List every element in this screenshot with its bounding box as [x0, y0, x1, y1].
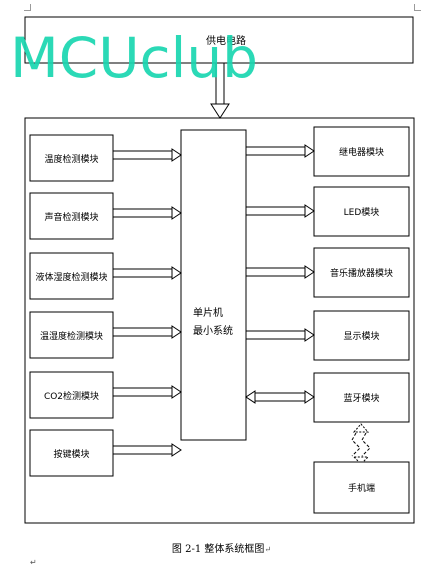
figure-caption: 图 2-1 整体系统框图↵ [0, 540, 443, 555]
mcu-to-music-player-arrow [246, 265, 315, 279]
phone-box [313, 461, 410, 514]
right-module: 显示模块 [246, 310, 410, 361]
mcu-bluetooth-bidirectional-arrow [245, 390, 315, 404]
key-module-label: 按键模块 [53, 448, 89, 460]
right-module: LED模块 [246, 186, 410, 237]
co2-module-box [29, 371, 114, 419]
power-supply-box [24, 16, 414, 64]
right-module: 音乐播放器模块 [246, 247, 410, 298]
right-module: 蓝牙模块 [245, 372, 410, 423]
key-to-mcu-arrow [113, 443, 182, 457]
left-module: 声音检测模块 [29, 192, 182, 240]
paragraph-mark: ↵ [30, 558, 37, 567]
sound-to-mcu-arrow [113, 206, 182, 220]
co2-module-label: CO2检测模块 [44, 390, 99, 402]
left-module: 液体湿度检测模块 [29, 252, 182, 300]
relay-module-label: 继电器模块 [339, 146, 384, 158]
liquid-humidity-module-box [29, 252, 114, 300]
temp-humidity-module-label: 温湿度检测模块 [40, 330, 103, 342]
music-player-module-label: 音乐播放器模块 [330, 267, 393, 279]
display-module-label: 显示模块 [343, 330, 379, 342]
left-module: 温湿度检测模块 [29, 311, 182, 359]
bluetooth-module-box [313, 372, 410, 423]
sound-module-box [29, 192, 114, 240]
music-player-module-box [313, 247, 410, 298]
sound-module-label: 声音检测模块 [44, 211, 98, 223]
relay-module-box [313, 126, 410, 177]
temp-humidity-module-box [29, 311, 114, 359]
temp-humidity-to-mcu-arrow [113, 325, 182, 339]
mcu-to-relay-arrow [246, 144, 315, 158]
watermark-logo: MCUclub [10, 26, 258, 90]
liquid-humidity-to-mcu-arrow [113, 266, 182, 280]
temperature-module-label: 温度检测模块 [44, 153, 98, 165]
left-module: 温度检测模块 [29, 134, 182, 182]
bluetooth-module-label: 蓝牙模块 [343, 392, 379, 404]
power-supply-label: 供电电路 [206, 34, 246, 47]
temperature-to-mcu-arrow [113, 148, 182, 162]
mcu-to-led-arrow [246, 204, 315, 218]
left-module: CO2检测模块 [29, 371, 182, 419]
power-to-mcu-arrow [210, 63, 230, 119]
co2-to-mcu-arrow [113, 385, 182, 399]
right-module: 继电器模块 [246, 126, 410, 177]
mcu-label-line1: 单片机 [193, 306, 223, 319]
phone-label: 手机端 [348, 482, 375, 494]
left-module: 按键模块 [29, 429, 182, 477]
caption-paragraph-mark: ↵ [264, 545, 272, 554]
figure-caption-text: 图 2-1 整体系统框图 [171, 544, 265, 555]
temperature-module-box [29, 134, 114, 182]
crop-mark-top-left [24, 4, 31, 11]
display-module-box [313, 310, 410, 361]
crop-mark-top-right [414, 4, 421, 11]
liquid-humidity-module-label: 液体湿度检测模块 [35, 271, 107, 283]
mcu-box [180, 129, 247, 441]
mcu-to-display-arrow [246, 328, 315, 342]
mcu-label-line2: 最小系统 [193, 324, 233, 337]
bluetooth-phone-wireless-link [351, 423, 371, 465]
led-module-label: LED模块 [344, 206, 380, 218]
key-module-box [29, 429, 114, 477]
